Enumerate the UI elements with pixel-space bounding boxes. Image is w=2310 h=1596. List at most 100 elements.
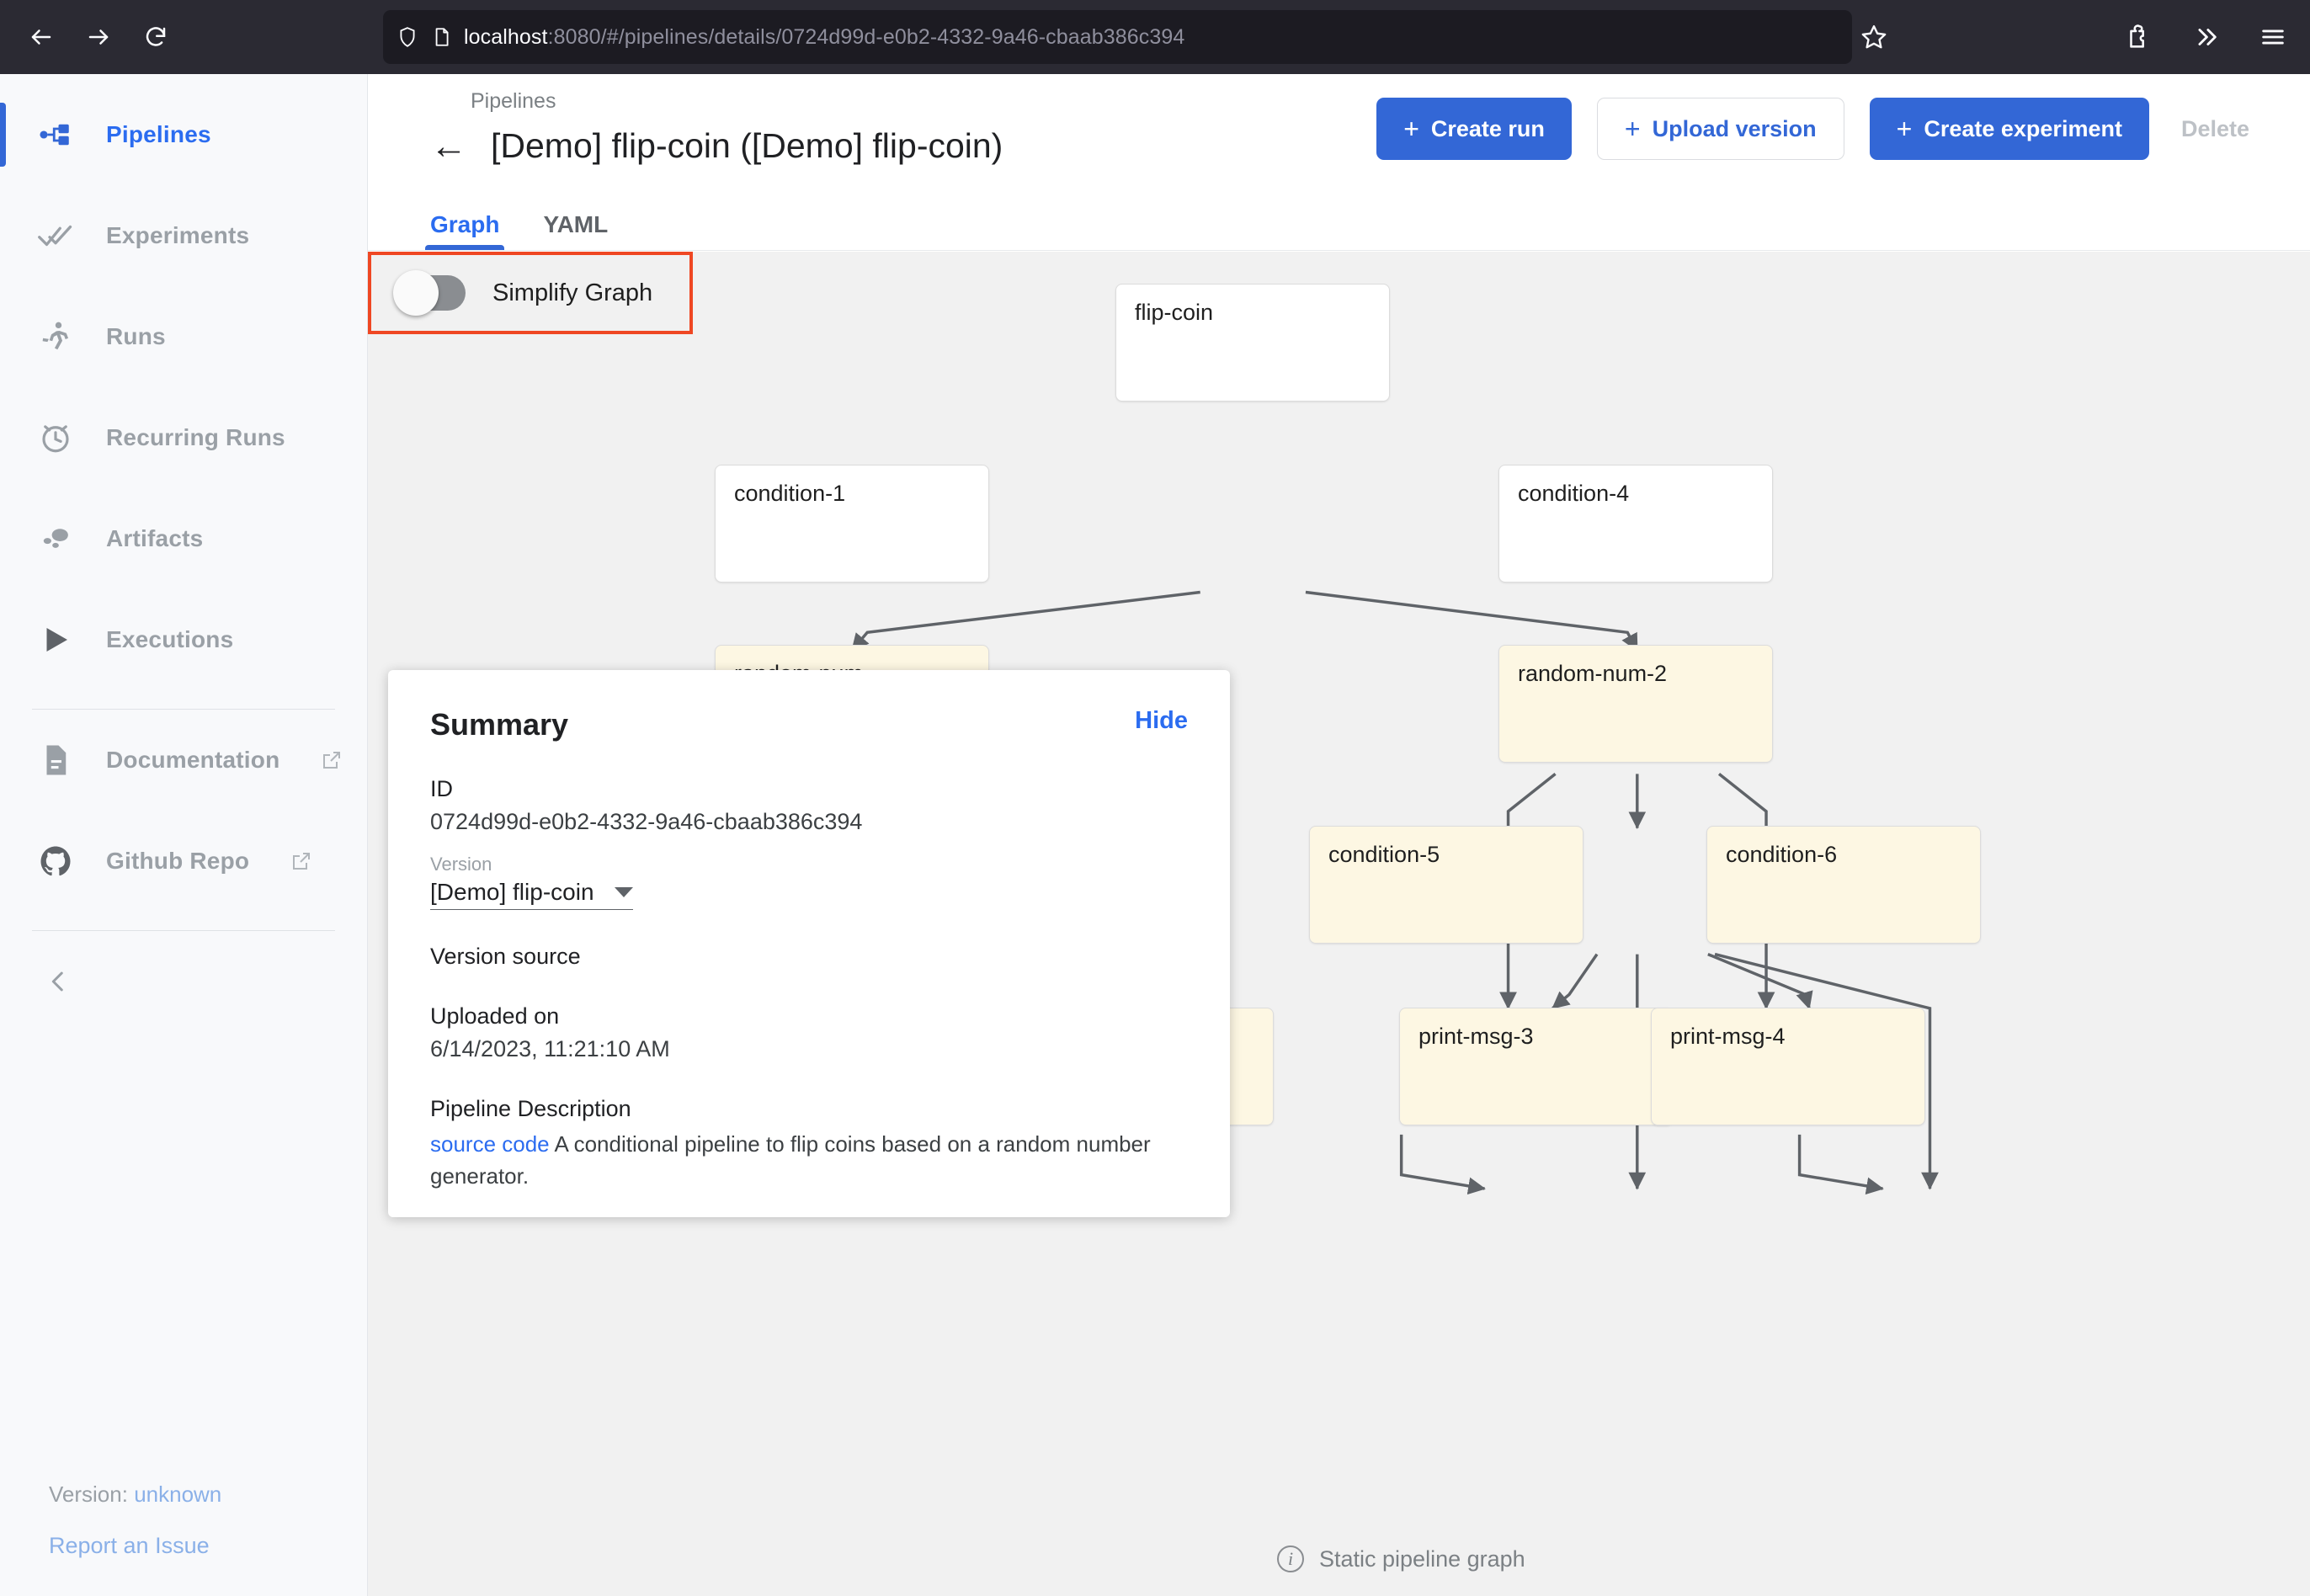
graph-node-condition-6[interactable]: condition-6 — [1706, 826, 1981, 944]
simplify-graph-toggle[interactable] — [393, 270, 466, 316]
simplify-graph-control[interactable]: Simplify Graph — [368, 252, 694, 334]
node-label: condition-4 — [1518, 481, 1630, 506]
delete-button[interactable]: Delete — [2180, 115, 2249, 141]
sidebar-collapse-button[interactable] — [0, 931, 367, 1032]
sidebar-divider-1 — [32, 709, 335, 710]
sidebar-item-label: Executions — [106, 626, 234, 652]
sidebar-item-label: Github Repo — [106, 848, 250, 874]
summary-description-text: A conditional pipeline to flip coins bas… — [430, 1131, 1151, 1189]
sidebar-item-label: Artifacts — [106, 525, 204, 551]
page-header: Pipelines ← [Demo] flip-coin ([Demo] fli… — [368, 74, 2310, 187]
sidebar-item-label: Recurring Runs — [106, 424, 285, 450]
forward-button[interactable] — [72, 11, 125, 63]
version-select-value: [Demo] flip-coin — [430, 879, 594, 905]
summary-hide-button[interactable]: Hide — [1135, 707, 1188, 734]
summary-description: source code A conditional pipeline to fl… — [430, 1129, 1188, 1192]
summary-id-label: ID — [430, 776, 453, 801]
summary-title: Summary — [430, 707, 569, 742]
graph-footer-note: i Static pipeline graph — [1277, 1545, 1525, 1572]
github-icon — [37, 843, 74, 880]
version-select[interactable]: [Demo] flip-coin — [430, 879, 633, 910]
summary-uploaded-value: 6/14/2023, 11:21:10 AM — [430, 1036, 670, 1061]
graph-node-print-msg-3[interactable]: print-msg-3 — [1399, 1008, 1674, 1125]
back-arrow-icon[interactable]: ← — [430, 125, 467, 167]
header-actions: + Create run + Upload version + Create e… — [1376, 98, 2256, 160]
back-arrow-icon — [31, 29, 51, 45]
create-experiment-button[interactable]: + Create experiment — [1869, 98, 2149, 160]
plus-icon: + — [1403, 114, 1419, 144]
sidebar: Pipelines Experiments Runs — [0, 74, 368, 1596]
summary-id-value: 0724d99d-e0b2-4332-9a46-cbaab386c394 — [430, 809, 863, 834]
footer-note-label: Static pipeline graph — [1319, 1545, 1525, 1572]
node-label: print-msg-4 — [1670, 1024, 1786, 1049]
info-icon: i — [1277, 1545, 1304, 1572]
runs-icon — [37, 318, 74, 355]
sidebar-item-documentation[interactable]: Documentation — [0, 710, 367, 811]
sidebar-version: Version: unknown — [49, 1482, 367, 1508]
upload-version-button[interactable]: + Upload version — [1596, 98, 1844, 160]
source-code-link[interactable]: source code — [430, 1131, 550, 1157]
bookmark-button[interactable] — [1849, 10, 1899, 64]
plus-icon: + — [1896, 114, 1913, 144]
app-root: Pipelines Experiments Runs — [0, 74, 2310, 1596]
browser-right-icons — [2113, 10, 2298, 64]
reload-icon — [146, 27, 166, 46]
summary-version-source-label: Version source — [430, 944, 581, 969]
graph-node-condition-4[interactable]: condition-4 — [1498, 465, 1773, 583]
summary-header: Summary Hide — [430, 707, 1188, 742]
report-issue-link[interactable]: Report an Issue — [49, 1533, 210, 1558]
extensions-button[interactable] — [2113, 12, 2164, 62]
graph-node-print-msg-4[interactable]: print-msg-4 — [1651, 1008, 1925, 1125]
back-button[interactable] — [15, 11, 67, 63]
chevron-left-icon — [51, 971, 63, 992]
sidebar-item-label: Pipelines — [106, 121, 211, 147]
sidebar-footer: Version: unknown Report an Issue — [0, 1482, 367, 1596]
node-label: random-num-2 — [1518, 661, 1668, 686]
play-icon — [37, 621, 74, 658]
sidebar-item-experiments[interactable]: Experiments — [0, 185, 367, 286]
hamburger-menu-icon — [2262, 29, 2284, 45]
node-label: condition-6 — [1726, 842, 1838, 867]
tab-bar: Graph YAML — [368, 187, 2310, 251]
summary-version-label: Version — [430, 854, 492, 875]
upload-version-label: Upload version — [1652, 115, 1817, 141]
sidebar-version-value[interactable]: unknown — [134, 1482, 222, 1507]
node-label: condition-1 — [734, 481, 846, 506]
sidebar-item-github-repo[interactable]: Github Repo — [0, 811, 367, 912]
artifacts-icon — [37, 520, 74, 557]
sidebar-item-label: Experiments — [106, 222, 250, 248]
graph-node-random-num-2[interactable]: random-num-2 — [1498, 645, 1773, 763]
breadcrumb[interactable]: Pipelines — [471, 89, 556, 113]
sidebar-item-recurring-runs[interactable]: Recurring Runs — [0, 387, 367, 488]
page-title-row: ← [Demo] flip-coin ([Demo] flip-coin) — [430, 126, 1003, 166]
sidebar-item-executions[interactable]: Executions — [0, 589, 367, 690]
url-rest: :8080/#/pipelines/details/0724d99d-e0b2-… — [547, 24, 1185, 49]
summary-description-label: Pipeline Description — [430, 1096, 631, 1121]
summary-panel: Summary Hide ID 0724d99d-e0b2-4332-9a46-… — [388, 670, 1230, 1217]
simplify-graph-label: Simplify Graph — [492, 279, 653, 306]
sidebar-divider-2 — [32, 930, 335, 931]
sidebar-item-label: Documentation — [106, 747, 280, 773]
create-run-button[interactable]: + Create run — [1376, 98, 1572, 160]
external-link-icon — [293, 853, 311, 870]
graph-node-condition-5[interactable]: condition-5 — [1309, 826, 1583, 944]
puzzle-icon — [2130, 24, 2144, 48]
sidebar-item-pipelines[interactable]: Pipelines — [0, 84, 367, 185]
chevron-down-icon — [614, 887, 633, 897]
url-text: localhost:8080/#/pipelines/details/0724d… — [464, 25, 1184, 50]
sidebar-item-runs[interactable]: Runs — [0, 286, 367, 387]
graph-node-flip-coin[interactable]: flip-coin — [1115, 284, 1390, 402]
reload-button[interactable] — [130, 11, 182, 63]
graph-canvas: Simplify Graph — [368, 252, 2310, 1596]
app-menu-button[interactable] — [2248, 12, 2298, 62]
tab-graph[interactable]: Graph — [424, 211, 505, 250]
graph-node-condition-1[interactable]: condition-1 — [715, 465, 989, 583]
plus-icon: + — [1624, 114, 1641, 144]
sidebar-item-label: Runs — [106, 323, 166, 349]
tab-yaml[interactable]: YAML — [543, 211, 609, 237]
overflow-button[interactable] — [2180, 12, 2231, 62]
sidebar-item-artifacts[interactable]: Artifacts — [0, 488, 367, 589]
address-bar[interactable]: localhost:8080/#/pipelines/details/0724d… — [383, 10, 1852, 64]
create-experiment-label: Create experiment — [1924, 115, 2122, 141]
create-run-label: Create run — [1430, 115, 1545, 141]
